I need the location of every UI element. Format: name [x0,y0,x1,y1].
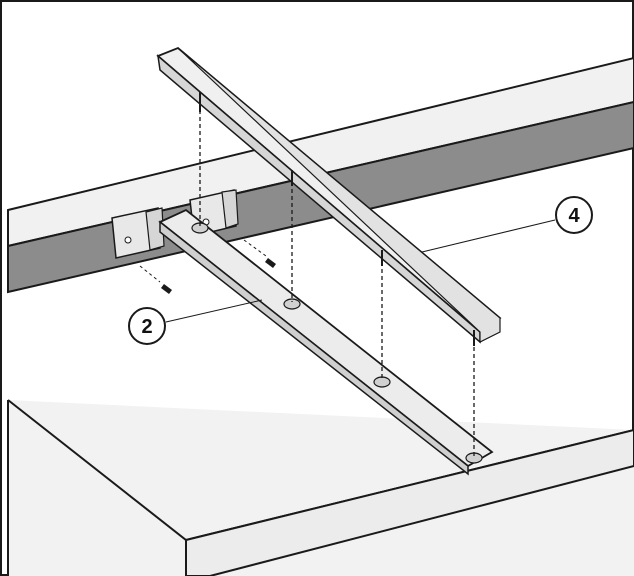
callout-4: 4 [555,196,593,234]
upper-rail [156,46,502,346]
alignment-lines [199,110,475,456]
callout-2-label: 2 [141,316,152,338]
rail-hole [373,376,391,388]
callout-2-leader [165,299,263,323]
lower-rail [158,208,494,476]
rail-hole [283,298,301,310]
front-panel-top-face [7,56,634,248]
callout-2: 2 [128,307,166,345]
callout-4-label: 4 [568,205,580,227]
screw-left [139,265,172,294]
mounting-bracket-left [111,207,165,259]
lower-panel-front-edge [185,428,634,576]
callout-4-leader [421,219,556,253]
screw-right [243,239,276,268]
